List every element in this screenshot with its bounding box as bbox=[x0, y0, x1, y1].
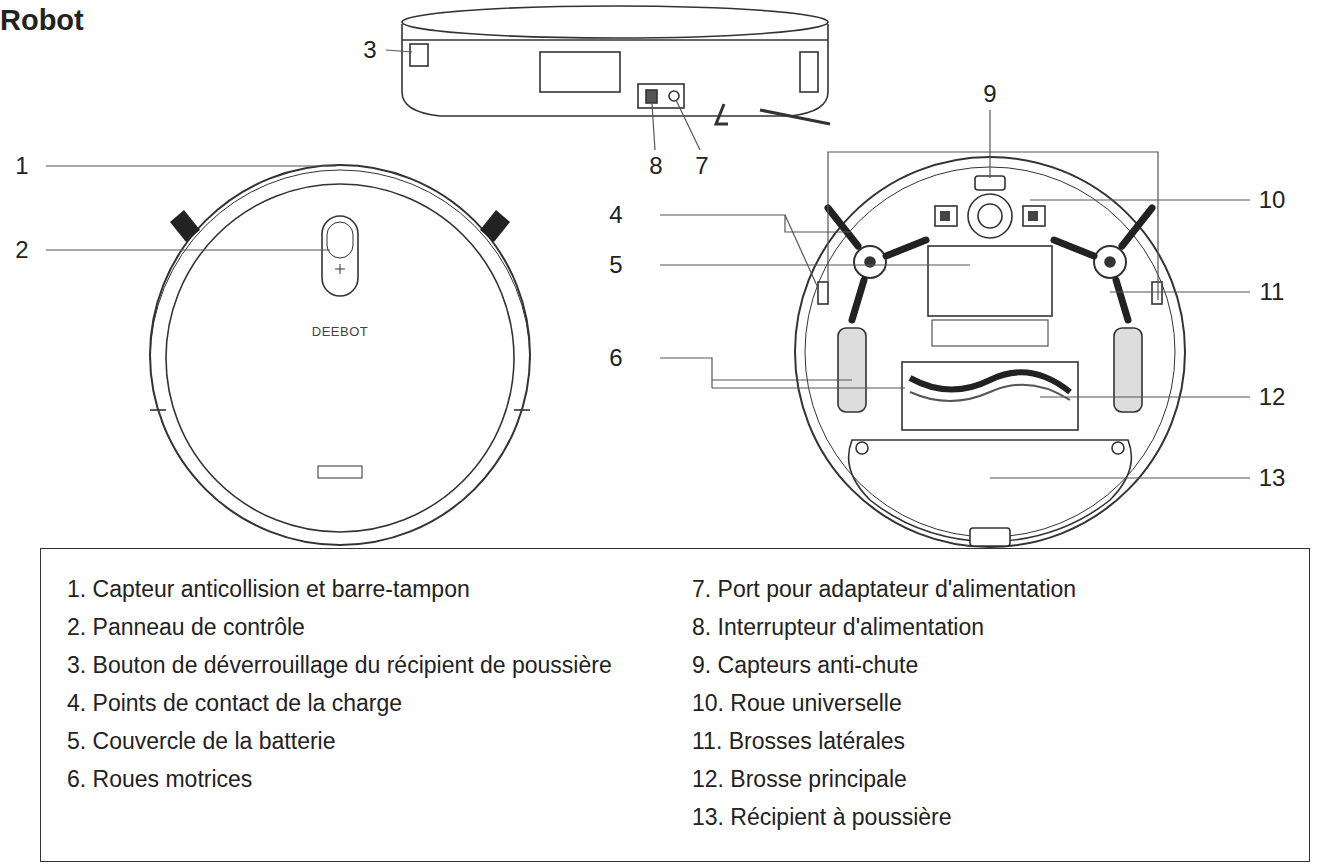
part-name: 8. Interrupteur d'alimentation bbox=[692, 608, 1296, 646]
figure-title: Robot bbox=[0, 4, 84, 37]
side-brush bbox=[480, 210, 510, 242]
part-name: 10. Roue universelle bbox=[692, 684, 1296, 722]
callout-number: 6 bbox=[609, 344, 622, 372]
screw bbox=[856, 442, 868, 454]
part-name: 5. Couvercle de la batterie bbox=[67, 722, 656, 760]
battery-cover bbox=[928, 246, 1052, 316]
side-seam bbox=[402, 39, 828, 41]
callout-number: 2 bbox=[15, 236, 28, 264]
callout-number: 7 bbox=[695, 152, 708, 180]
dustbin-release-button bbox=[410, 44, 428, 66]
charge-contact bbox=[818, 282, 828, 304]
leader-lines bbox=[46, 50, 1250, 478]
part-name: 4. Points de contact de la charge bbox=[67, 684, 656, 722]
robot-side-top bbox=[402, 6, 828, 38]
parts-list-box: 1. Capteur anticollision et barre-tampon… bbox=[40, 548, 1310, 862]
side-panel bbox=[540, 52, 620, 92]
robot-bottom-view bbox=[795, 157, 1185, 547]
control-panel bbox=[322, 216, 358, 296]
part-name: 3. Bouton de déverrouillage du récipient… bbox=[67, 646, 656, 684]
robot-lid bbox=[166, 184, 514, 532]
part-name: 9. Capteurs anti-chute bbox=[692, 646, 1296, 684]
part-name: 12. Brosse principale bbox=[692, 760, 1296, 798]
callout-number: 11 bbox=[1260, 278, 1285, 306]
callout-number: 3 bbox=[363, 36, 376, 64]
callout-number: 8 bbox=[649, 152, 662, 180]
control-button bbox=[327, 222, 353, 258]
main-brush-frame bbox=[902, 362, 1078, 430]
bumper-seam bbox=[514, 409, 530, 411]
robot-top-view bbox=[150, 165, 530, 545]
part-name: 13. Récipient à poussière bbox=[692, 798, 1296, 836]
bottom-panel bbox=[932, 320, 1048, 346]
dust-bin bbox=[849, 440, 1132, 542]
bumper-seam bbox=[150, 409, 166, 411]
port-housing bbox=[638, 84, 684, 108]
callout-number: 1 bbox=[15, 152, 28, 180]
bin-latch bbox=[970, 528, 1010, 546]
part-name: 6. Roues motrices bbox=[67, 760, 656, 798]
screw bbox=[1112, 442, 1124, 454]
side-brush-tip bbox=[716, 104, 728, 124]
parts-column: 1. Capteur anticollision et barre-tampon… bbox=[41, 549, 666, 861]
universal-wheel-hub bbox=[978, 204, 1002, 228]
charge-contact bbox=[1152, 282, 1162, 304]
callout-number: 5 bbox=[609, 251, 622, 279]
part-name: 1. Capteur anticollision et barre-tampon bbox=[67, 570, 656, 608]
universal-wheel bbox=[968, 194, 1012, 238]
bottom-rim bbox=[805, 167, 1175, 537]
cliff-sensor bbox=[975, 176, 1005, 190]
callout-number: 12 bbox=[1259, 383, 1286, 411]
part-name: 2. Panneau de contrôle bbox=[67, 608, 656, 646]
adapter-port bbox=[669, 91, 679, 101]
side-brush-hub bbox=[1094, 246, 1126, 278]
callout-number: 13 bbox=[1259, 464, 1286, 492]
callout-number: 9 bbox=[983, 80, 996, 108]
cliff-sensor bbox=[1023, 206, 1045, 226]
drive-wheel bbox=[838, 328, 866, 412]
callout-number: 10 bbox=[1259, 186, 1286, 214]
bumper-edge bbox=[150, 170, 530, 360]
control-mark bbox=[335, 269, 345, 270]
main-brush bbox=[910, 385, 1070, 401]
logo-plate bbox=[318, 466, 362, 478]
power-cord bbox=[760, 110, 830, 124]
side-brush bbox=[170, 210, 200, 242]
part-name: 11. Brosses latérales bbox=[692, 722, 1296, 760]
part-name: 7. Port pour adaptateur d'alimentation bbox=[692, 570, 1296, 608]
brand-name: DEEBOT bbox=[312, 324, 368, 339]
side-brush-hub bbox=[854, 246, 886, 278]
cliff-sensor bbox=[935, 206, 957, 226]
drive-wheel bbox=[1114, 328, 1142, 412]
side-panel bbox=[800, 52, 818, 92]
side-brush-bristles bbox=[828, 208, 1152, 320]
power-switch bbox=[646, 90, 657, 103]
callout-number: 4 bbox=[609, 201, 622, 229]
parts-column: 7. Port pour adaptateur d'alimentation8.… bbox=[666, 549, 1306, 861]
